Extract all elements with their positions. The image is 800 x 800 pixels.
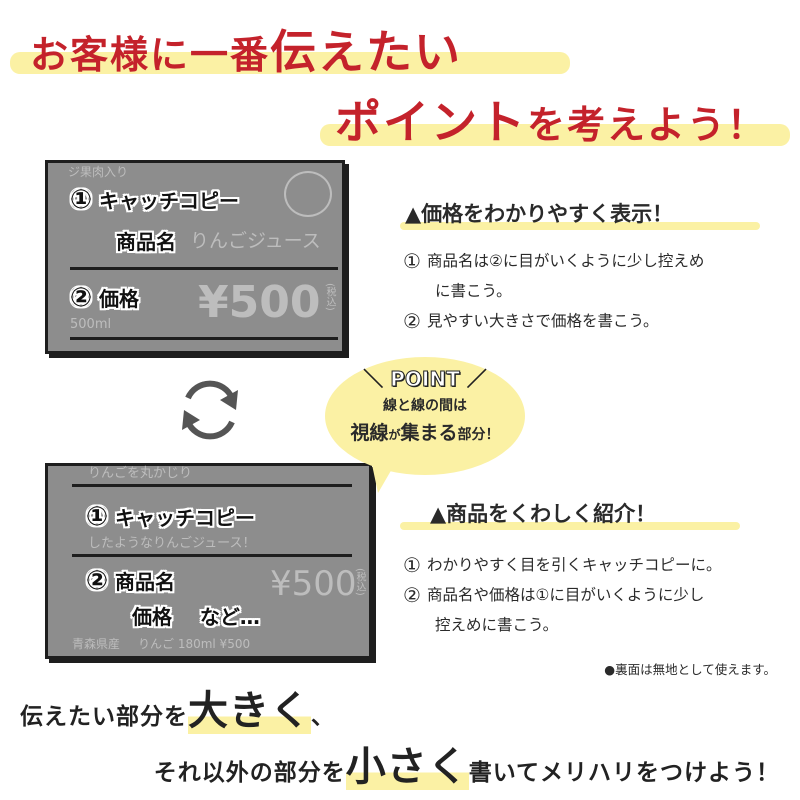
- point-text: が: [388, 428, 401, 442]
- divider-line: [70, 337, 338, 340]
- label-catchcopy: ① キャッチコピー: [70, 185, 239, 216]
- number-1: ①: [86, 502, 109, 532]
- chalk-apple-icon: [284, 171, 332, 217]
- signboard-back: りんごを丸かじり したようなりんごジュース！ ¥500 (税込) 青森県産 りん…: [45, 463, 372, 659]
- divider-line: [72, 484, 352, 487]
- divider-line: [72, 554, 352, 557]
- chalk-product-info: りんご 180ml ¥500: [138, 637, 251, 651]
- item-number: ②: [403, 583, 421, 607]
- chalk-tax: (税込): [324, 283, 335, 311]
- message-emphasis: 小さく: [345, 744, 469, 790]
- divider-line: [70, 267, 338, 270]
- bottom-message-1: 伝えたい部分を大きく、: [20, 688, 335, 740]
- item-text: 見やすい大きさで価格を書こう。: [426, 312, 659, 330]
- chalk-price: ¥500: [270, 564, 357, 604]
- point-em: 集まる: [400, 422, 458, 444]
- item-text: に書こう。: [435, 282, 512, 300]
- list-item: ① 商品名は②に目がいくように少し控えめ: [403, 246, 704, 276]
- chalk-tax: (税込): [354, 568, 365, 596]
- label-price-etc: 価格 など…: [132, 602, 260, 632]
- label-product-name: 商品名: [116, 230, 176, 254]
- label-text: キャッチコピー: [98, 189, 239, 213]
- number-2: ②: [86, 566, 109, 596]
- item-text: わかりやすく目を引くキャッチコピーに。: [426, 556, 722, 574]
- item-number: ②: [403, 309, 421, 333]
- title-text-emphasis: ポイント: [335, 95, 527, 149]
- heading-highlight: [400, 522, 740, 530]
- label-text: など…: [199, 605, 260, 629]
- section2-list: ① わかりやすく目を引くキャッチコピーに。 ② 商品名や価格は①に目がいくように少し…: [403, 550, 721, 640]
- point-label: POINT: [390, 367, 460, 392]
- title-highlight-2: [320, 124, 790, 146]
- title-line-2: ポイントを考えよう！: [335, 86, 767, 152]
- list-item-continued: に書こう。: [403, 276, 704, 306]
- chalk-subtitle: ジ果肉入り: [68, 165, 129, 179]
- title-highlight-1: [10, 52, 570, 74]
- heading-highlight: [400, 222, 760, 230]
- label-catchcopy: ① キャッチコピー: [86, 502, 255, 533]
- section-heading-product: ▲商品をくわしく紹介！: [430, 502, 657, 526]
- title-text: お客様に一番: [30, 33, 271, 77]
- chalk-origin: 青森県産: [72, 637, 121, 651]
- message-text: 伝えたい部分を: [20, 704, 188, 730]
- label-text: キャッチコピー: [114, 506, 255, 530]
- item-text: 商品名は②に目がいくように少し控えめ: [426, 252, 705, 270]
- signboard-front: ジ果肉入り りんごジュース 500ml ¥500 (税込) ① キャッチコピー …: [45, 160, 345, 354]
- message-text: 、: [311, 704, 335, 730]
- section1-list: ① 商品名は②に目がいくように少し控えめ に書こう。 ② 見やすい大きさで価格を書こ…: [403, 246, 704, 336]
- item-text: 商品名や価格は①に目がいくように少し: [426, 586, 705, 604]
- flip-cycle-icon: [182, 380, 238, 440]
- chalk-price: ¥500: [198, 277, 321, 328]
- title-text-emphasis: 伝えたい: [270, 25, 463, 79]
- chalk-catchcopy-2: したようなりんごジュース！: [88, 536, 256, 551]
- point-heading: ＼ POINT ／: [363, 367, 487, 392]
- back-side-note: ●裏面は無地として使えます。: [604, 662, 776, 677]
- list-item: ② 見やすい大きさで価格を書こう。: [403, 306, 704, 336]
- number-2: ②: [70, 283, 93, 313]
- point-text-2: 視線が集まる部分！: [325, 420, 525, 448]
- item-number: ①: [403, 553, 421, 577]
- point-em: 視線: [350, 422, 389, 444]
- label-product-name: ② 商品名: [86, 566, 175, 597]
- message-text: それ以外の部分を: [153, 760, 346, 786]
- label-text: 価格: [132, 605, 172, 629]
- list-item: ① わかりやすく目を引くキャッチコピーに。: [403, 550, 721, 580]
- chalk-volume: 500ml: [70, 317, 112, 332]
- label-price: ② 価格: [70, 283, 139, 314]
- title-text: を考えよう！: [527, 103, 768, 147]
- label-text: 商品名: [114, 570, 175, 594]
- list-item-continued: 控えめに書こう。: [403, 610, 721, 640]
- chalk-product-name: りんごジュース: [190, 230, 321, 252]
- point-bubble: [325, 357, 525, 475]
- item-text: 控えめに書こう。: [435, 616, 559, 634]
- message-text: 書いてメリハリをつけよう！: [468, 760, 780, 786]
- list-item: ② 商品名や価格は①に目がいくように少し: [403, 580, 721, 610]
- message-emphasis: 大きく: [188, 688, 311, 734]
- section-heading-price: ▲価格をわかりやすく表示！: [405, 202, 674, 226]
- number-1: ①: [70, 185, 93, 215]
- bottom-message-2: それ以外の部分を小さく書いてメリハリをつけよう！: [154, 744, 780, 796]
- label-text: 価格: [98, 287, 139, 311]
- point-text: 部分！: [457, 427, 500, 443]
- title-line-1: お客様に一番伝えたい: [30, 16, 462, 82]
- item-number: ①: [403, 249, 421, 273]
- chalk-catchcopy-1: りんごを丸かじり: [88, 466, 193, 481]
- point-text-1: 線と線の間は: [383, 398, 467, 414]
